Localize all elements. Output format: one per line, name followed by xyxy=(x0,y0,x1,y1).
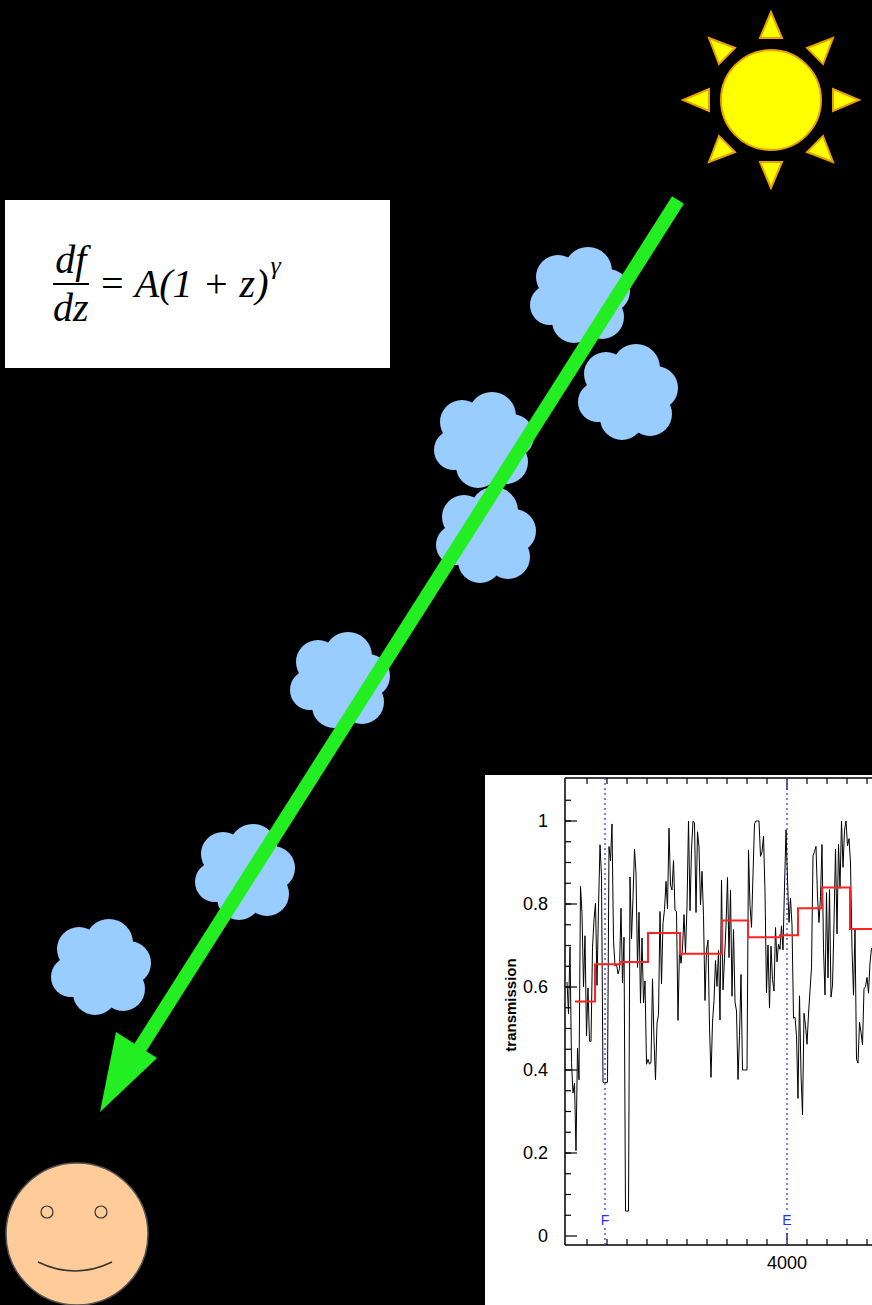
exponent: γ xyxy=(270,253,280,279)
line-marker: F xyxy=(599,1212,612,1228)
tick-label: 4000 xyxy=(767,1254,807,1272)
tick-label: 1 xyxy=(538,812,548,830)
tick-label: 0.8 xyxy=(523,895,548,913)
transmission-chart xyxy=(485,775,872,1305)
tick-label: 0.4 xyxy=(523,1061,548,1079)
formula-box: df dz= A(1 + z)γ xyxy=(5,200,390,368)
tick-label: 0.6 xyxy=(523,978,548,996)
fraction-denominator: dz xyxy=(53,288,89,328)
sun xyxy=(683,12,859,188)
line-marker: E xyxy=(780,1212,793,1228)
formula-rhs: = A(1 + z) xyxy=(99,264,269,304)
tick-label: 0.2 xyxy=(523,1144,548,1162)
fraction-numerator: df xyxy=(55,240,86,280)
fraction-bar xyxy=(53,283,89,285)
tick-label: 0 xyxy=(538,1227,548,1245)
axis-title: transmission xyxy=(503,958,518,1051)
observer-face xyxy=(6,1163,148,1305)
